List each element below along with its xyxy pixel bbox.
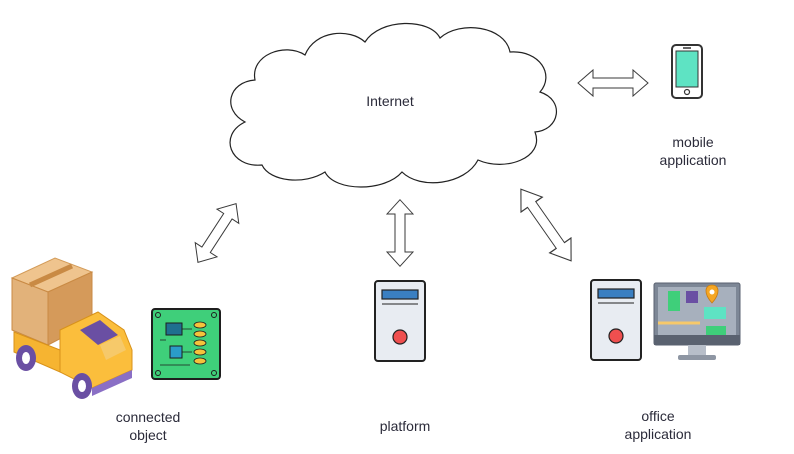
arrow-office [509, 181, 583, 269]
office-application-label: office application [605, 407, 711, 443]
mobile-label-line2: application [659, 152, 727, 168]
arrow-mobile [577, 69, 649, 97]
internet-cloud [229, 22, 557, 188]
circuit-board-icon [151, 308, 221, 380]
connected-label-line2: object [129, 427, 167, 443]
office-server-icon [590, 279, 642, 361]
internet-label: Internet [366, 93, 414, 109]
mobile-phone-icon [671, 44, 703, 99]
platform-server-icon [374, 280, 426, 362]
platform-label: platform [350, 417, 460, 435]
arrow-connected [186, 196, 248, 270]
connected-label-line1: connected [115, 409, 181, 425]
platform-label-line1: platform [379, 418, 431, 434]
mobile-label: mobile application [640, 133, 746, 169]
mobile-label-line1: mobile [672, 134, 714, 150]
delivery-truck-icon [10, 257, 133, 399]
office-label-line2: application [624, 426, 692, 442]
connected-object-label: connected object [96, 408, 200, 444]
arrow-platform [386, 199, 414, 267]
monitor-map-icon [653, 282, 741, 360]
office-label-line1: office [641, 408, 675, 424]
